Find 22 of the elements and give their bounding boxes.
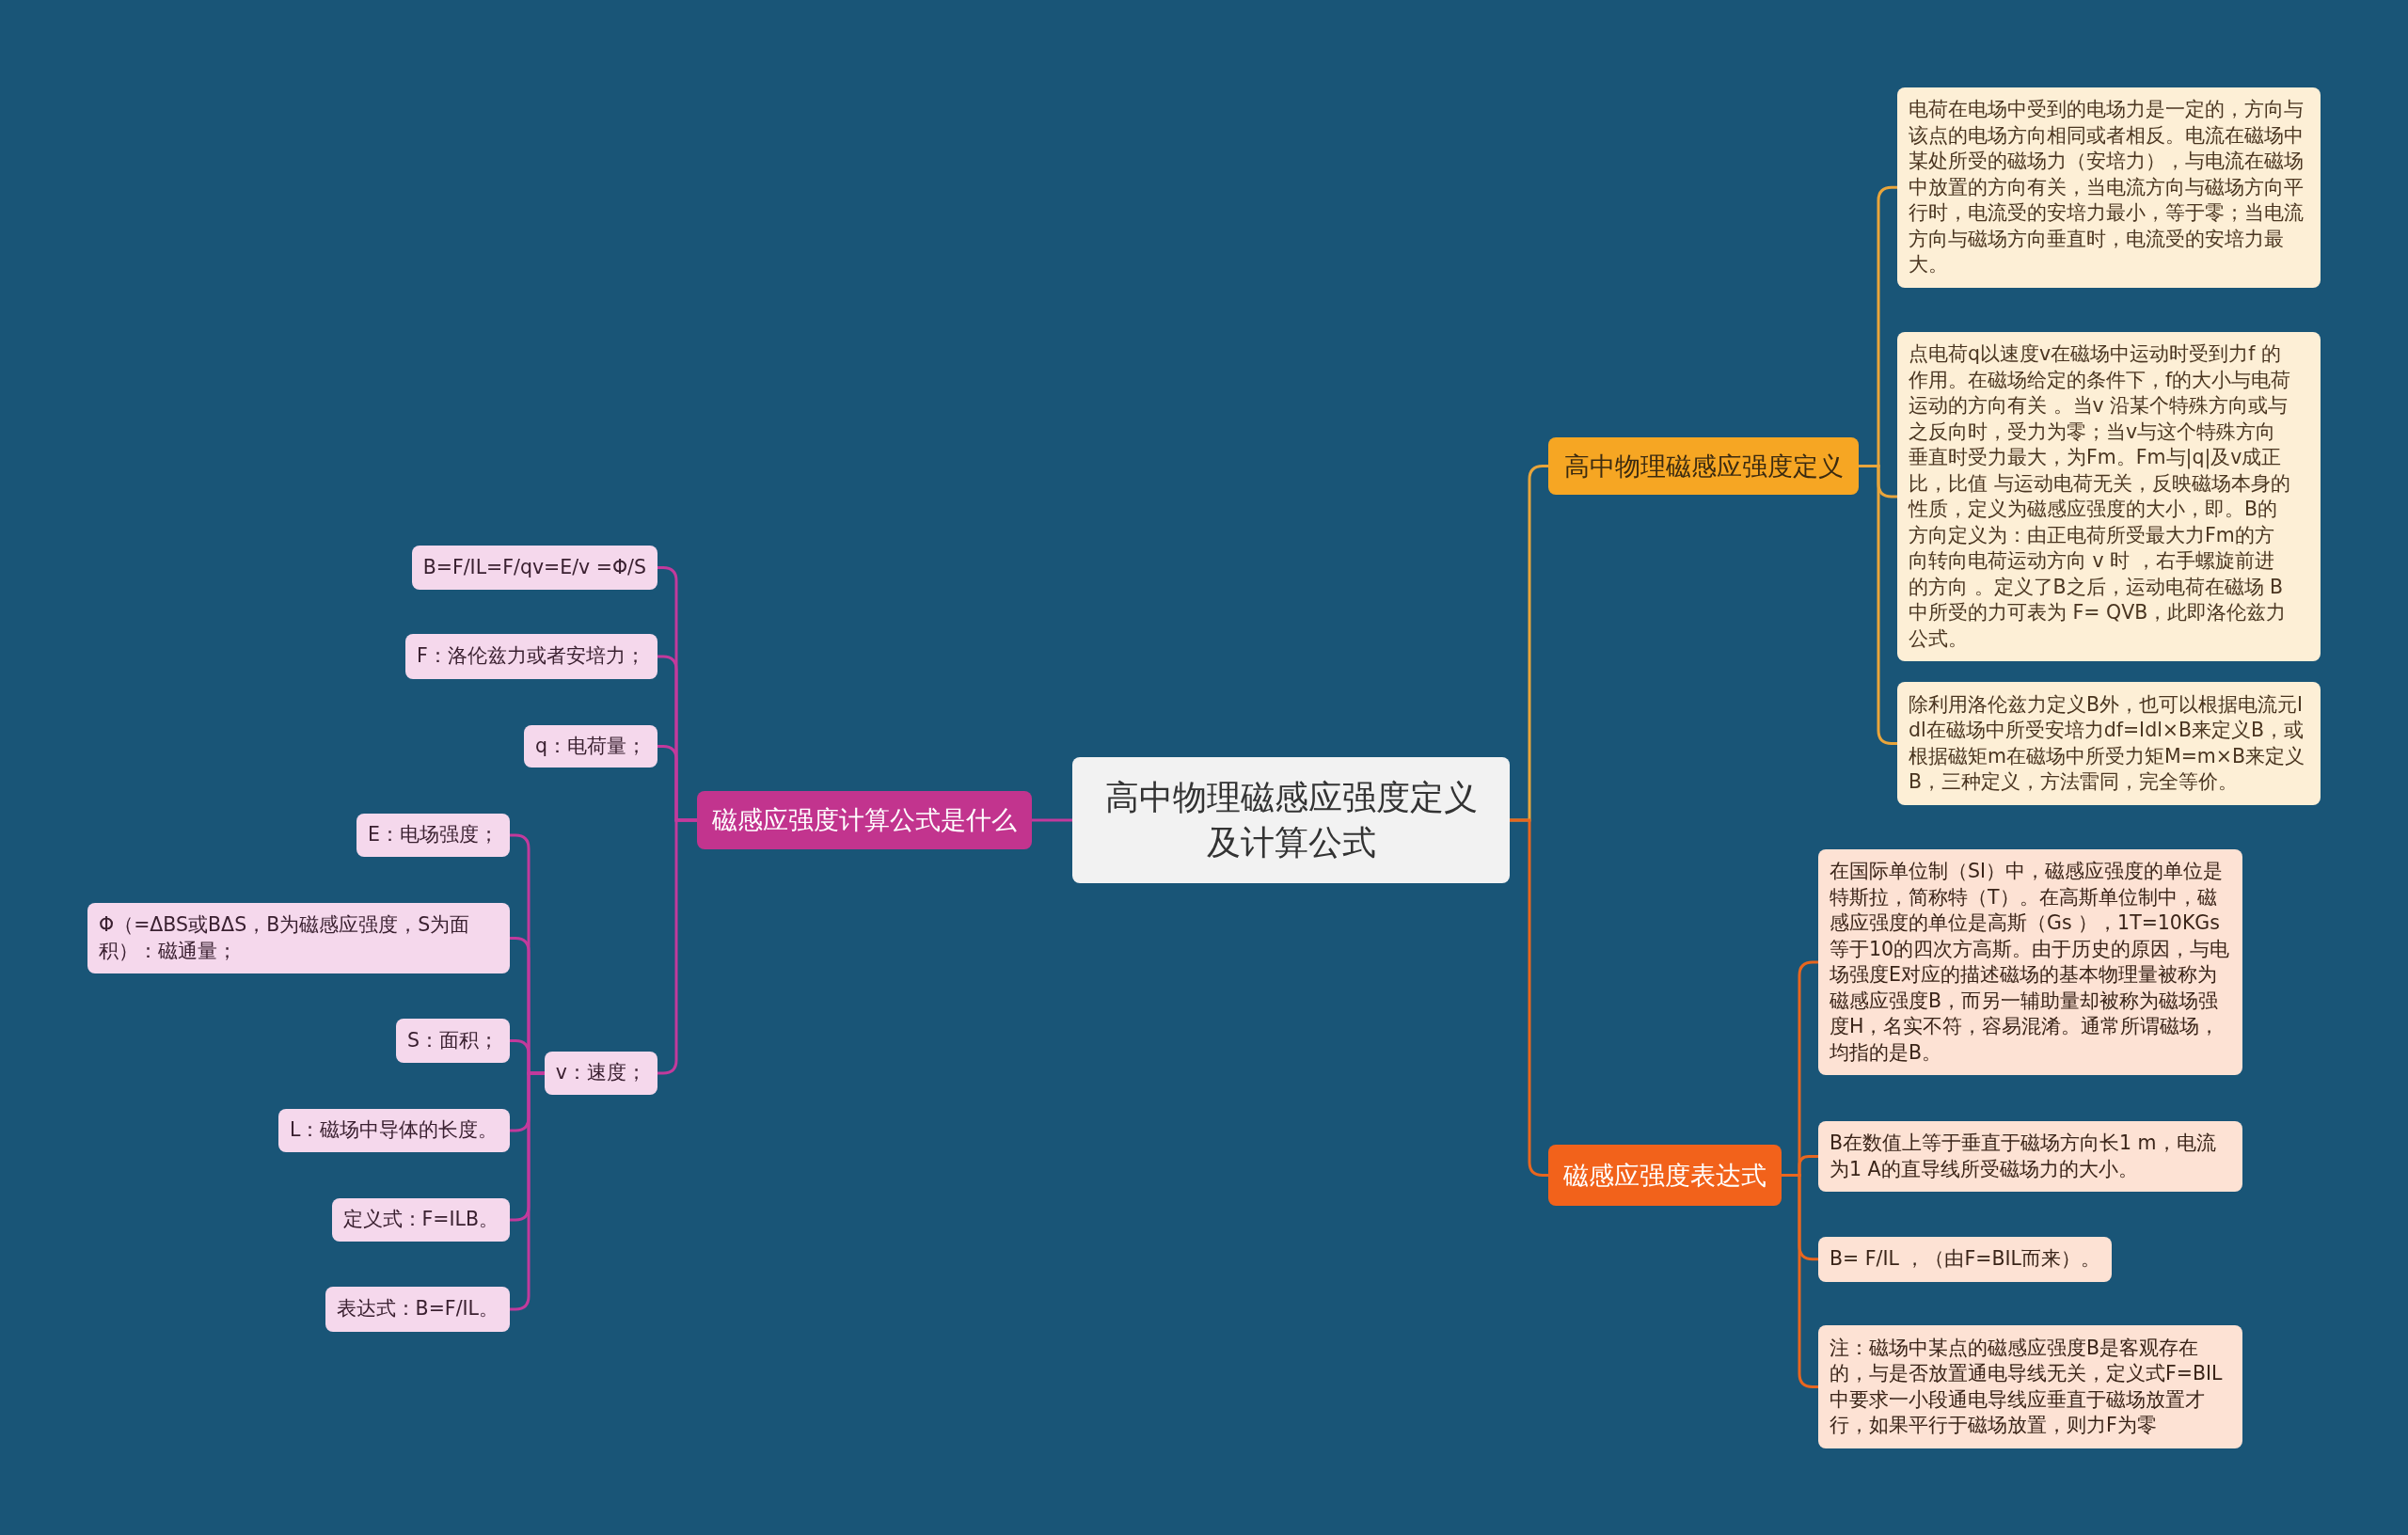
- connector-line: [1032, 818, 1072, 822]
- leaf-box: L：磁场中导体的长度。: [278, 1109, 510, 1152]
- branch-topic-box: 磁感应强度表达式: [1548, 1145, 1782, 1206]
- branch-topic-box: 高中物理磁感应强度定义: [1548, 437, 1859, 495]
- leaf-box: E：电场强度；: [356, 814, 510, 857]
- leaf-box: 表达式：B=F/IL。: [325, 1287, 510, 1332]
- note-box: B= F/IL ，（由F=BIL而来）。: [1818, 1237, 2112, 1282]
- branch-topic-box: 磁感应强度计算公式是什么: [697, 791, 1032, 849]
- leaf-box: S：面积；: [396, 1019, 510, 1063]
- central-topic-box: 高中物理磁感应强度定义及计算公式: [1072, 757, 1510, 883]
- leaf-box: Φ（=ΔBS或BΔS，B为磁感应强度，S为面积）：磁通量；: [87, 903, 510, 973]
- note-box: 在国际单位制（SI）中，磁感应强度的单位是特斯拉，简称特（T）。在高斯单位制中，磁感应强度的单位是高斯（Gs ），1T=10KGs等于10的四次方高斯。由于历史的原因，与电场强度E对应的描述磁场的基本物理量被称为磁感应强度B，而另一辅助量却被称为磁场强度H，名实不符，容易混淆。通常所谓磁场，均指的是B。: [1818, 849, 2242, 1075]
- leaf-box: v：速度；: [544, 1052, 657, 1095]
- note-box: 注：磁场中某点的磁感应强度B是客观存在的，与是否放置通电导线无关，定义式F=BIL中要求一小段通电导线应垂直于磁场放置才行，如果平行于磁场放置，则力F为零: [1818, 1325, 2242, 1448]
- leaf-box: B=F/IL=F/qv=E/v =Φ/S: [411, 546, 657, 590]
- note-box: 除利用洛伦兹力定义B外，也可以根据电流元Idl在磁场中所受安培力df=Idl×B来定义B，或根据磁矩m在磁场中所受力矩M=m×B来定义B，三种定义，方法雷同，完全等价。: [1897, 682, 2321, 805]
- note-box: B在数值上等于垂直于磁场方向长1 m，电流为1 A的直导线所受磁场力的大小。: [1818, 1121, 2242, 1192]
- leaf-box: 定义式：F=ILB。: [331, 1198, 510, 1242]
- note-box: 电荷在电场中受到的电场力是一定的，方向与该点的电场方向相同或者相反。电流在磁场中某处所受的磁场力（安培力），与电流在磁场中放置的方向有关，当电流方向与磁场方向平行时，电流受的安培力最小，等于零；当电流方向与磁场方向垂直时，电流受的安培力最大。: [1897, 87, 2321, 288]
- leaf-box: F：洛伦兹力或者安培力；: [405, 634, 657, 679]
- leaf-box: q：电荷量；: [524, 725, 657, 768]
- note-box: 点电荷q以速度v在磁场中运动时受到力f 的作用。在磁场给定的条件下，f的大小与电荷运动的方向有关 。当v 沿某个特殊方向或与之反向时，受力为零；当v与这个特殊方向垂直时受力最大，为Fm。Fm与|q|及v成正比，比值 与运动电荷无关，反映磁场本身的性质，定义为磁感应强度的大小，即。B的方向定义为：由正电荷所受最大力Fm的方向转向电荷运动方向 v 时 ，右手螺旋前进的方向 。定义了B之后，运动电荷在磁场 B 中所受的力可表为 F= QVB，此即洛伦兹力公式。: [1897, 332, 2321, 661]
